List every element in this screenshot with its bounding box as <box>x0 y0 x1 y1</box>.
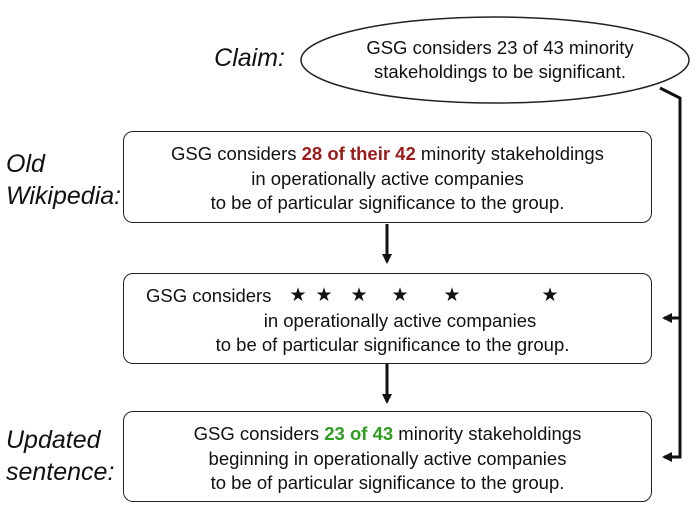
claim-line-2: stakeholdings to be significant. <box>374 61 626 82</box>
old-wikipedia-label: Old Wikipedia: <box>0 148 124 212</box>
updated-line-1: GSG considers 23 of 43 minority stakehol… <box>124 422 651 447</box>
old-highlight: 28 of their 42 <box>301 143 416 164</box>
mask-star-1: ★ <box>289 284 307 306</box>
old-line-2: in operationally active companies <box>251 167 524 189</box>
masked-box: GSG considers ★ ★ ★ ★ ★ ★ in operational… <box>123 273 652 364</box>
old-label-line-1: Old <box>6 150 45 178</box>
masked-stars: ★ ★ ★ ★ ★ ★ <box>271 284 571 306</box>
old-label-line-2: Wikipedia: <box>6 182 122 210</box>
claim-label-text: Claim: <box>214 44 285 72</box>
mask-star-3: ★ <box>350 284 368 306</box>
updated-sentence-label: Updated sentence: <box>0 424 124 488</box>
old-wikipedia-box: GSG considers 28 of their 42 minority st… <box>123 131 652 223</box>
updated-prefix: GSG considers <box>193 423 325 444</box>
updated-box: GSG considers 23 of 43 minority stakehol… <box>123 411 652 502</box>
updated-line-2: beginning in operationally active compan… <box>208 447 567 469</box>
claim-label: Claim: <box>205 42 285 74</box>
old-suffix: minority stakeholdings <box>415 143 604 164</box>
arrow-claim-to-updated <box>662 318 682 462</box>
masked-line-1: GSG considers ★ ★ ★ ★ ★ ★ <box>124 284 651 309</box>
masked-prefix: GSG considers <box>146 285 272 306</box>
claim-text: GSG considers 23 of 43 minority stakehol… <box>300 36 700 84</box>
updated-highlight: 23 of 43 <box>324 423 394 444</box>
masked-line-2: in operationally active companies <box>263 309 537 331</box>
mask-star-6: ★ <box>541 284 559 306</box>
updated-label-line-1: Updated <box>6 426 101 454</box>
old-line-3: to be of particular significance to the … <box>210 192 565 213</box>
mask-star-4: ★ <box>391 284 409 306</box>
old-prefix: GSG considers <box>171 143 302 164</box>
updated-suffix: minority stakeholdings <box>393 423 582 444</box>
masked-line-3: to be of particular significance to the … <box>215 334 570 355</box>
mask-star-5: ★ <box>443 284 461 306</box>
updated-label-line-2: sentence: <box>6 458 115 486</box>
arrow-claim-to-masked <box>659 86 682 323</box>
updated-line-3: to be of particular significance to the … <box>210 472 565 493</box>
claim-line-1: GSG considers 23 of 43 minority <box>366 37 634 58</box>
claim-ellipse <box>300 16 690 104</box>
mask-star-2: ★ <box>315 284 333 306</box>
old-line-1: GSG considers 28 of their 42 minority st… <box>124 142 651 167</box>
